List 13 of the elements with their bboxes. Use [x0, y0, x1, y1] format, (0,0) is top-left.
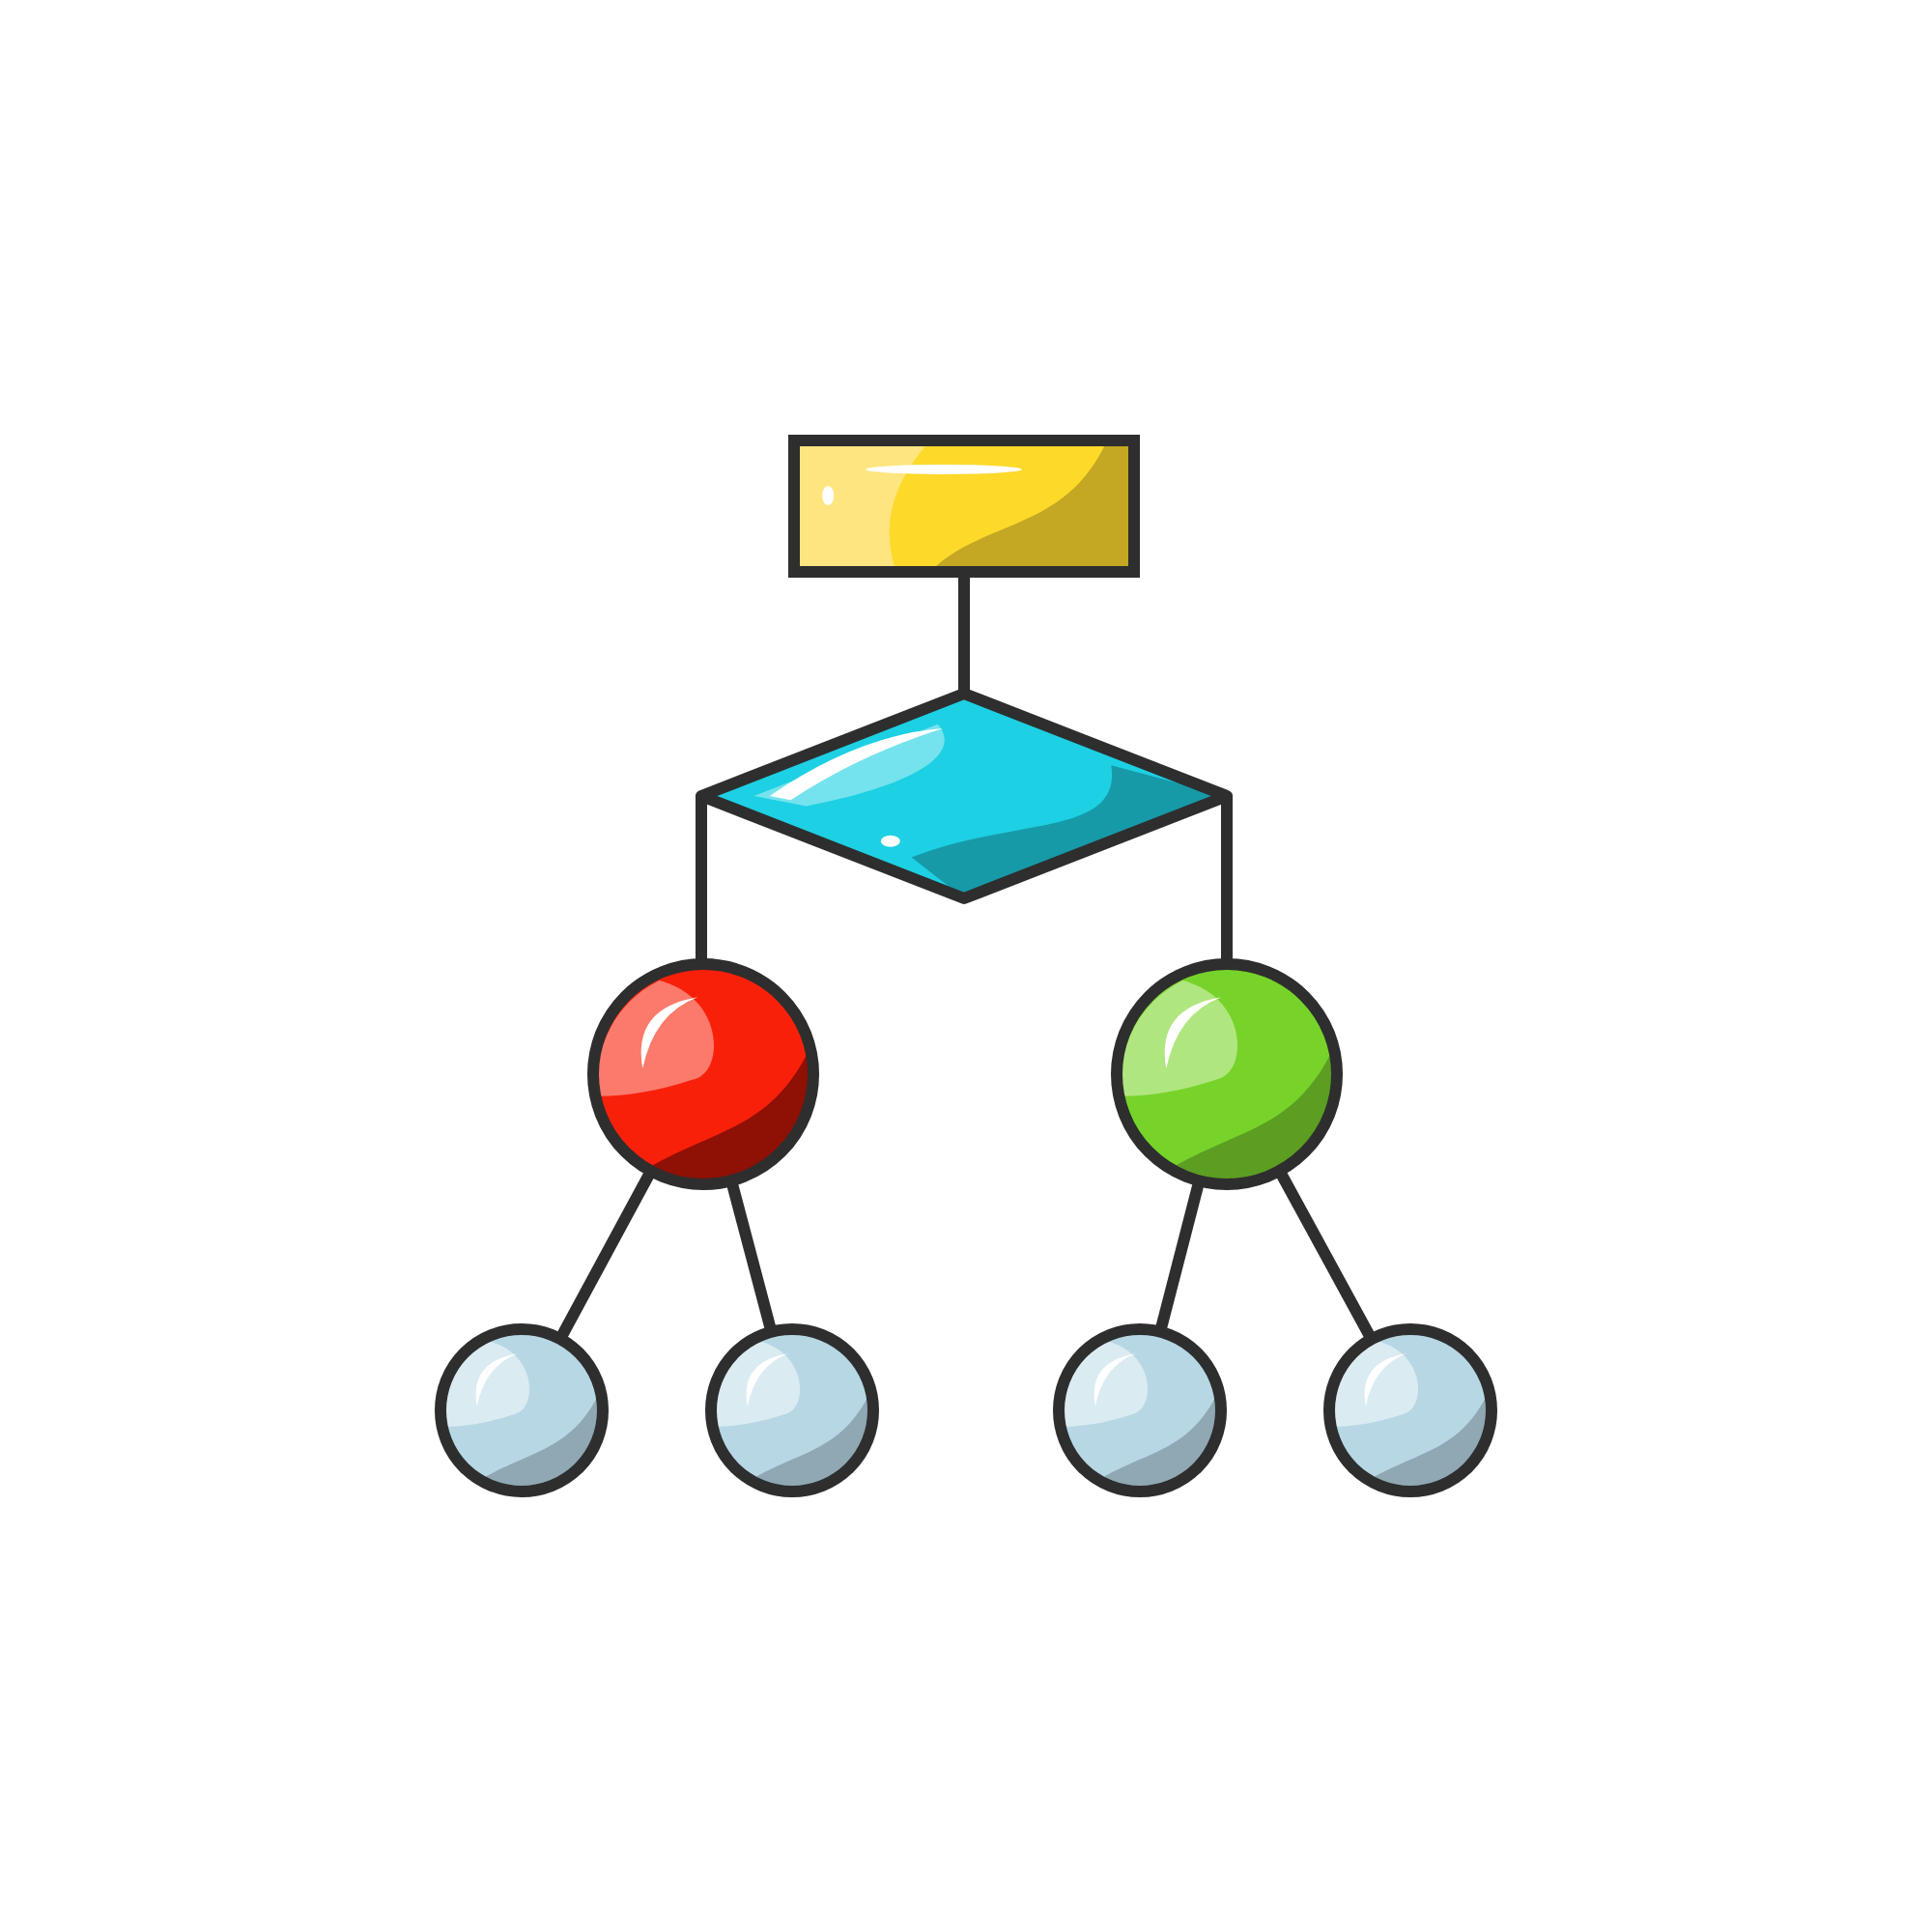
circle-node — [593, 964, 813, 1184]
connector-line — [1274, 1168, 1377, 1343]
circle-node — [1059, 1329, 1221, 1492]
connector-line — [1221, 796, 1233, 964]
circle-node — [1329, 1329, 1492, 1492]
circle-node — [440, 1329, 603, 1492]
circle-node — [1117, 964, 1337, 1184]
process-box — [794, 440, 1134, 572]
connector-line — [696, 796, 707, 964]
circle-node — [711, 1329, 873, 1492]
connector-line — [554, 1168, 657, 1342]
connector-line — [958, 572, 970, 694]
decision-diamond — [701, 694, 1227, 898]
